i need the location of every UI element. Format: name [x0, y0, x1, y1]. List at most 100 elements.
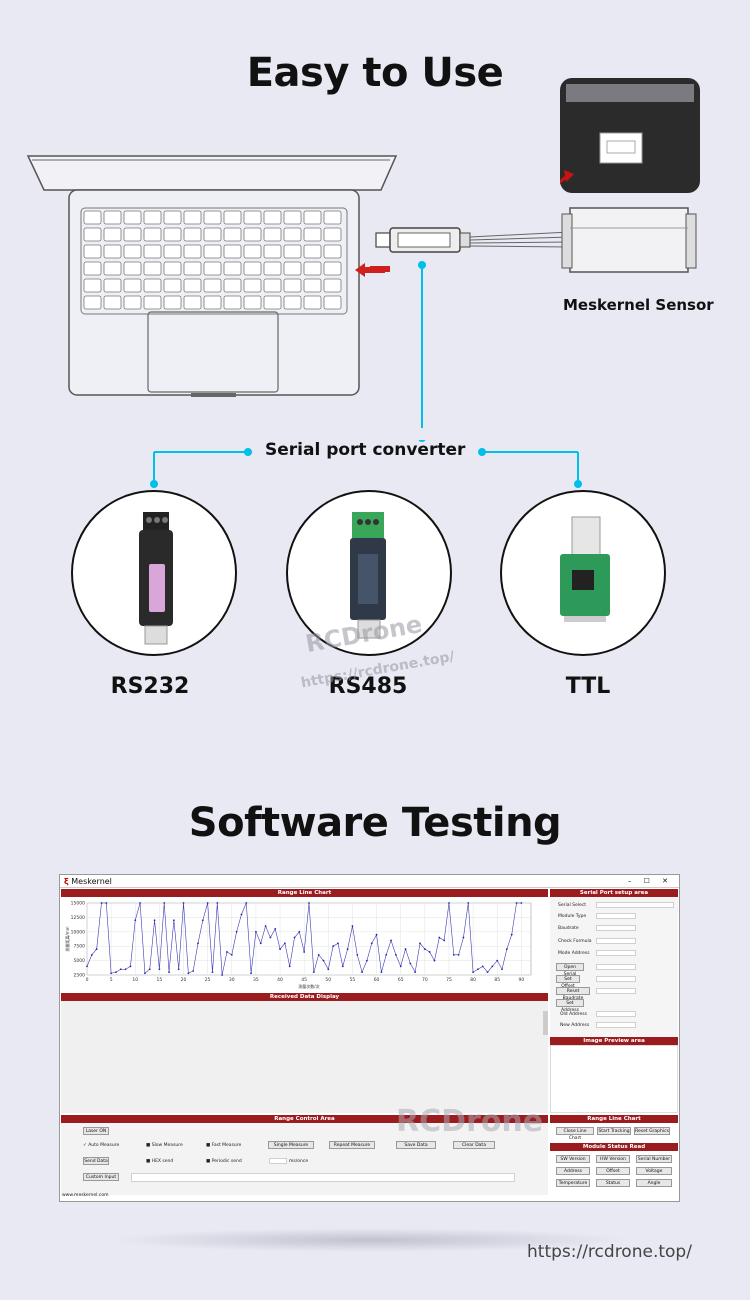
keyboard-key — [263, 227, 282, 242]
angle-button[interactable]: Angle — [636, 1179, 672, 1187]
keyboard-key — [83, 278, 102, 293]
laser-on-button[interactable]: Laser ON — [83, 1127, 109, 1135]
set-offset-button[interactable]: Set Offset — [556, 975, 580, 989]
auto-measure-checkbox[interactable]: ✓ Auto Measure — [83, 1143, 120, 1148]
window-shadow — [110, 1228, 630, 1252]
open-serial-button[interactable]: Open Serial — [556, 963, 584, 977]
fast-measure-checkbox[interactable]: ■ Fast Measure — [206, 1143, 242, 1148]
clear-data-button[interactable]: Clear Data — [453, 1141, 495, 1149]
module-type-dropdown[interactable] — [596, 913, 636, 919]
voltage-button[interactable]: Voltage — [636, 1167, 672, 1175]
image-preview-header: Image Preview area — [550, 1037, 678, 1045]
chart-data-point — [264, 925, 267, 927]
chart-data-point — [168, 971, 170, 974]
custom-input-field[interactable] — [131, 1173, 515, 1182]
converter-label: Serial port converter — [265, 440, 466, 460]
keyboard-key — [283, 210, 302, 225]
hex-send-checkbox[interactable]: ■ HEX send — [146, 1159, 174, 1164]
slow-measure-checkbox[interactable]: ■ Slow Measure — [146, 1143, 183, 1148]
keyboard-key — [283, 244, 302, 259]
new-address-input[interactable] — [596, 1022, 636, 1028]
converter-branch-lines — [150, 440, 582, 488]
hw-version-button[interactable]: HW Version — [596, 1155, 630, 1163]
chart-data-point — [255, 930, 257, 933]
start-tracking-button[interactable]: Start Tracking — [597, 1127, 631, 1135]
keyboard-key — [103, 278, 122, 293]
maximize-button[interactable]: ☐ — [643, 877, 655, 885]
sw-version-button[interactable]: SW Version — [556, 1155, 590, 1163]
check-formula-dropdown[interactable] — [596, 938, 636, 944]
chart-x-tick-label: 55 — [350, 977, 356, 983]
chart-data-point — [230, 953, 233, 956]
received-data-area[interactable] — [61, 1001, 548, 1113]
baudrate-dropdown[interactable] — [596, 925, 636, 931]
old-address-input[interactable] — [596, 1011, 636, 1017]
received-data-scrollbar[interactable] — [543, 1011, 548, 1035]
address-button[interactable]: Address — [556, 1167, 590, 1175]
rs232-circle — [71, 490, 237, 656]
keyboard-key — [203, 295, 222, 310]
reset-graphics-button[interactable]: Reset Graphics — [634, 1127, 670, 1135]
keyboard-key — [83, 261, 102, 276]
chart-data-point — [462, 936, 465, 939]
serial-select-label: Serial Select — [558, 903, 587, 908]
chart-data-point — [346, 948, 349, 950]
chart-data-point — [245, 902, 248, 904]
chart-y-tick-label: 10000 — [71, 929, 85, 935]
keyboard-key — [163, 227, 182, 242]
chart-data-point — [115, 971, 117, 974]
chart-data-point — [303, 951, 306, 953]
keyboard-key — [83, 227, 102, 242]
period-input[interactable] — [269, 1158, 287, 1164]
single-measure-button[interactable]: Single Measure — [268, 1141, 314, 1149]
keyboard-key — [263, 210, 282, 225]
close-button[interactable]: ✕ — [662, 877, 673, 885]
chart-y-tick-label: 7500 — [74, 944, 86, 950]
chart-y-tick-label: 12500 — [71, 915, 85, 921]
save-data-button[interactable]: Save Data — [396, 1141, 436, 1149]
keyboard-key — [283, 261, 302, 276]
periodic-send-checkbox[interactable]: ■ Periodic send — [206, 1159, 242, 1164]
chart-x-tick-label: 75 — [446, 977, 452, 983]
keyboard-key — [303, 295, 322, 310]
keyboard-key — [103, 261, 122, 276]
chart-data-point — [409, 962, 412, 965]
serial-number-button[interactable]: Serial Number — [636, 1155, 672, 1163]
baudrate-label: Baudrate — [558, 926, 579, 931]
check-formula-label: Check Formula — [558, 939, 592, 944]
offset-button[interactable]: Offset — [596, 1167, 630, 1175]
chart-data-point — [375, 933, 378, 936]
keyboard-key — [303, 278, 322, 293]
chart-data-point — [211, 971, 214, 974]
temperature-button[interactable]: Temperature — [556, 1179, 590, 1187]
keyboard-key — [323, 227, 342, 242]
set-address-button[interactable]: Set Address — [556, 999, 584, 1013]
chart-x-tick-label: 70 — [422, 977, 428, 983]
keyboard-key — [183, 295, 202, 310]
chart-data-point — [370, 942, 373, 945]
keyboard-key — [103, 244, 122, 259]
image-preview-panel: Image Preview area — [550, 1037, 678, 1113]
chart-data-point — [192, 970, 195, 972]
reset-baudrate-button[interactable]: Reset Baudrate — [556, 987, 590, 1001]
reset-baudrate-dropdown[interactable] — [596, 988, 636, 994]
chart-data-point — [235, 930, 238, 933]
keyboard-key — [283, 295, 302, 310]
repeat-measure-button[interactable]: Repeat Measure — [329, 1141, 375, 1149]
keyboard-key — [323, 261, 342, 276]
minimize-button[interactable]: – — [627, 877, 637, 885]
status-button[interactable]: Status — [596, 1179, 630, 1187]
keyboard-key — [243, 210, 262, 225]
send-data-button[interactable]: Send Data — [83, 1157, 109, 1165]
keyboard-key — [123, 227, 142, 242]
keyboard-key — [163, 244, 182, 259]
serial-input-1[interactable] — [596, 964, 636, 970]
module-type-label: Module Type — [558, 914, 587, 919]
chart-x-tick-label: 80 — [470, 977, 476, 983]
serial-select-dropdown[interactable] — [596, 902, 674, 908]
custom-input-button[interactable]: Custom Input — [83, 1173, 119, 1181]
offset-input[interactable] — [596, 976, 636, 982]
close-line-chart-button[interactable]: Close Line Chart — [556, 1127, 594, 1141]
chart-data-point — [472, 971, 474, 974]
mode-address-input[interactable] — [596, 950, 636, 956]
